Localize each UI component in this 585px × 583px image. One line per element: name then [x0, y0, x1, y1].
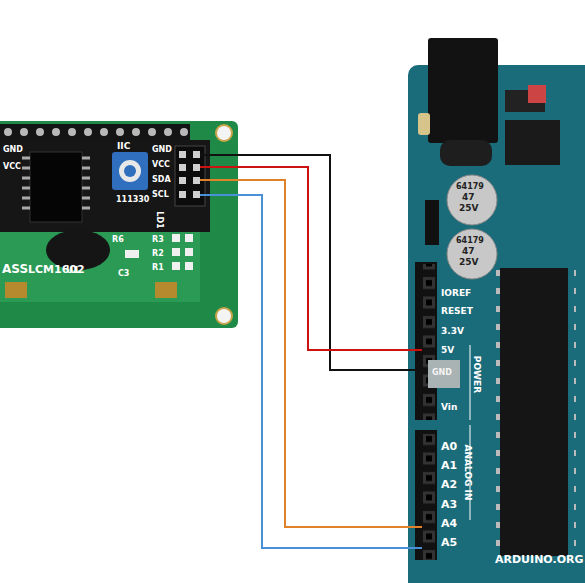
board-label: VCC: [3, 163, 21, 171]
board-label: A0: [441, 441, 457, 452]
capacitor: [447, 175, 497, 225]
board-label: A2: [441, 479, 457, 490]
atmega-chip: [500, 268, 568, 556]
jumper-wire: [237, 195, 408, 548]
board-label: GND: [432, 369, 452, 377]
potentiometer: [112, 152, 148, 190]
analog-header: [415, 430, 437, 560]
pin-strip: [0, 124, 190, 140]
board-label: SDA: [152, 176, 171, 184]
board-label: ANALOG IN: [463, 445, 472, 501]
capacitor: [447, 229, 497, 279]
lcd-module: LCM1602: [0, 122, 237, 327]
board-label: 64179: [456, 237, 484, 245]
board-label: ASS: [2, 263, 28, 275]
board-label: R1: [152, 264, 164, 272]
board-label: 64179: [456, 183, 484, 191]
board-label: 3.3V: [441, 327, 464, 336]
board-label: R2: [152, 250, 164, 258]
board-label: RESET: [441, 307, 473, 316]
board-label: GND: [152, 146, 172, 154]
board-label: A3: [441, 499, 457, 510]
i2c-chip: [30, 152, 82, 222]
board-label: A4: [441, 518, 457, 529]
arduino-board: ARDUINO.ORG: [408, 65, 585, 583]
board-label: 5V: [441, 346, 454, 355]
board-label: IIC: [117, 142, 130, 151]
board-label: Vin: [441, 403, 457, 412]
lcd-board: [0, 121, 238, 328]
board-label: SCL: [152, 191, 169, 199]
board-label: 111330: [116, 196, 149, 204]
board-label: A1: [441, 460, 457, 471]
board-label: IOREF: [441, 289, 471, 298]
board-label: 47: [462, 193, 475, 202]
board-label: LD1: [155, 211, 163, 228]
board-label: R3: [152, 236, 164, 244]
regulator: [505, 120, 560, 165]
board-label: GND: [3, 146, 23, 154]
mount-hole: [216, 308, 232, 324]
board-label: 25V: [459, 204, 479, 213]
gnd-box: [428, 360, 460, 388]
board-label: U1: [66, 266, 80, 275]
board-label: C3: [118, 270, 129, 278]
board-label: R6: [112, 236, 124, 244]
power-header: [415, 262, 437, 420]
board-label: 25V: [459, 258, 479, 267]
mount-hole: [216, 125, 232, 141]
board-label: A5: [441, 537, 457, 548]
i2c-backpack: [0, 140, 210, 232]
power-jack: [428, 38, 498, 143]
board-label: VCC: [152, 161, 170, 169]
board-title: ARDUINO.ORG: [495, 554, 583, 565]
board-label: 47: [462, 247, 475, 256]
board-label: POWER: [472, 356, 481, 393]
